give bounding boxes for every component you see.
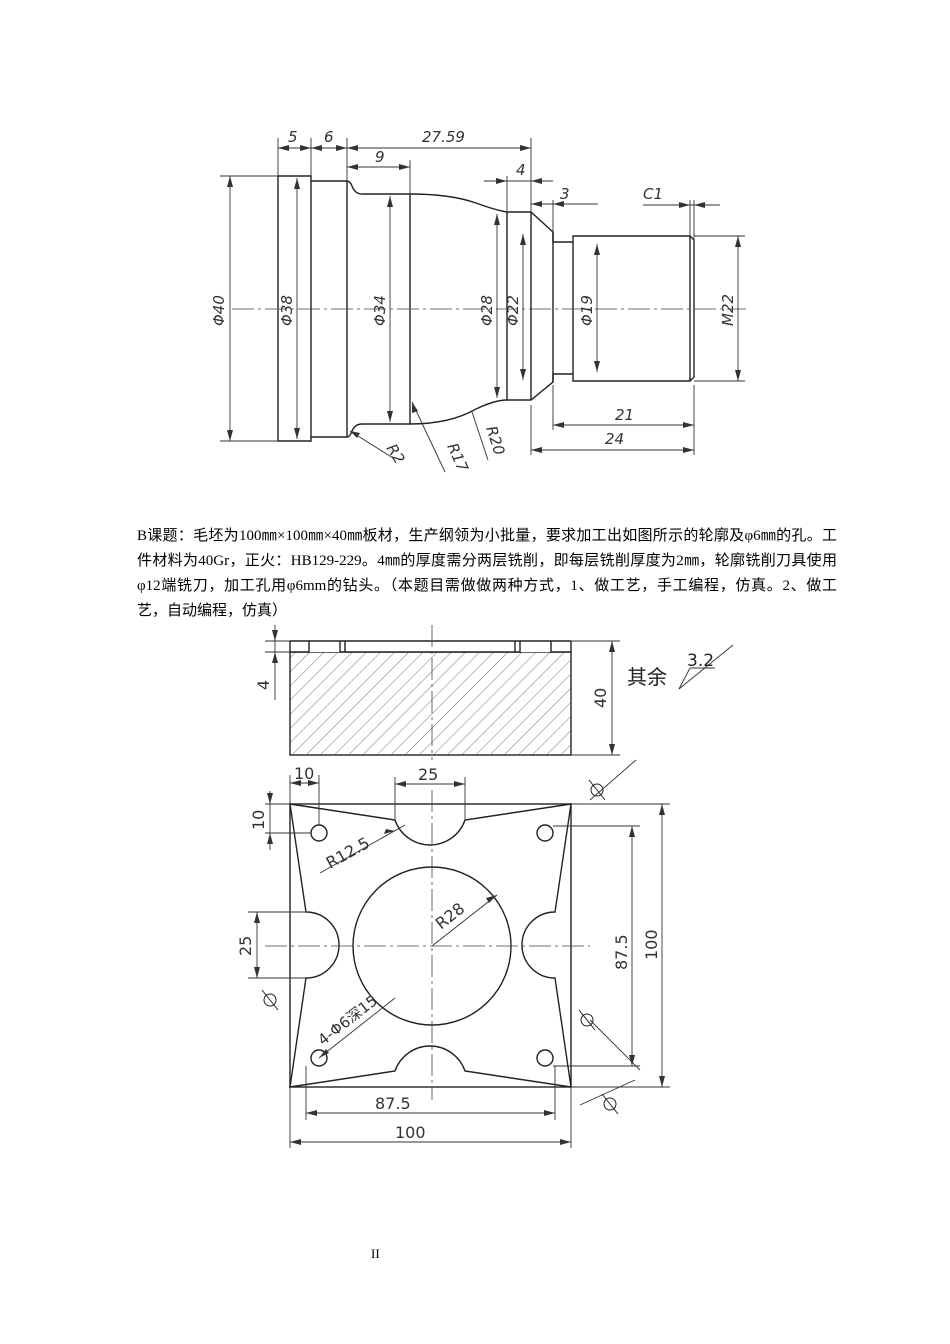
dim-27-59: 27.59 [422,128,465,146]
plan-dim-10-left: 10 [249,810,268,830]
dim-m22: M22 [719,294,737,326]
dim-c1: C1 [643,185,663,203]
dim-6: 6 [324,128,334,146]
dim-phi38: Φ38 [278,295,296,326]
dim-21: 21 [615,406,634,424]
task-description: B课题：毛坯为100㎜×100㎜×40㎜板材，生产纲领为小批量，要求加工出如图所… [137,528,837,619]
dim-phi19: Φ19 [578,295,596,326]
dim-4: 4 [516,161,526,179]
dim-24: 24 [605,430,624,448]
plan-r28: R28 [432,899,469,933]
dim-9: 9 [375,148,385,166]
section-dim-40: 40 [591,688,610,708]
plan-dim-87-5-bottom: 87.5 [375,1094,411,1113]
plan-dim-100-right: 100 [642,929,661,960]
dim-phi22: Φ22 [504,295,522,326]
plan-r12-5: R12.5 [323,833,373,872]
dim-phi40: Φ40 [210,295,228,326]
section-dim-4: 4 [254,680,273,690]
dim-r20: R20 [482,424,508,458]
dim-phi34: Φ34 [371,295,389,326]
plan-dim-10-top: 10 [294,764,314,783]
dim-r17: R17 [443,440,472,475]
roughness-label: 其余 [627,665,667,689]
roughness-value: 3.2 [687,651,714,671]
dim-5: 5 [288,128,298,146]
plan-holes: 4-Φ6深15 [314,992,381,1050]
arrowheads [227,145,741,453]
plan-dim-87-5-right: 87.5 [612,934,631,970]
dim-3: 3 [560,185,570,203]
page-number: II [371,1246,380,1261]
plan-dim-100-bottom: 100 [395,1123,426,1142]
plan-dim-25-top: 25 [418,765,438,784]
roughness-symbols [261,779,619,1115]
shaft-drawing: 5 6 27.59 9 4 3 C1 Φ40 Φ38 Φ34 Φ28 Φ22 Φ… [210,128,746,475]
plate-drawing: 4 40 其余 3.2 [236,625,734,1148]
plan-dim-25-left: 25 [236,936,255,956]
dim-r2: R2 [383,441,409,467]
dim-phi28: Φ28 [478,295,496,326]
